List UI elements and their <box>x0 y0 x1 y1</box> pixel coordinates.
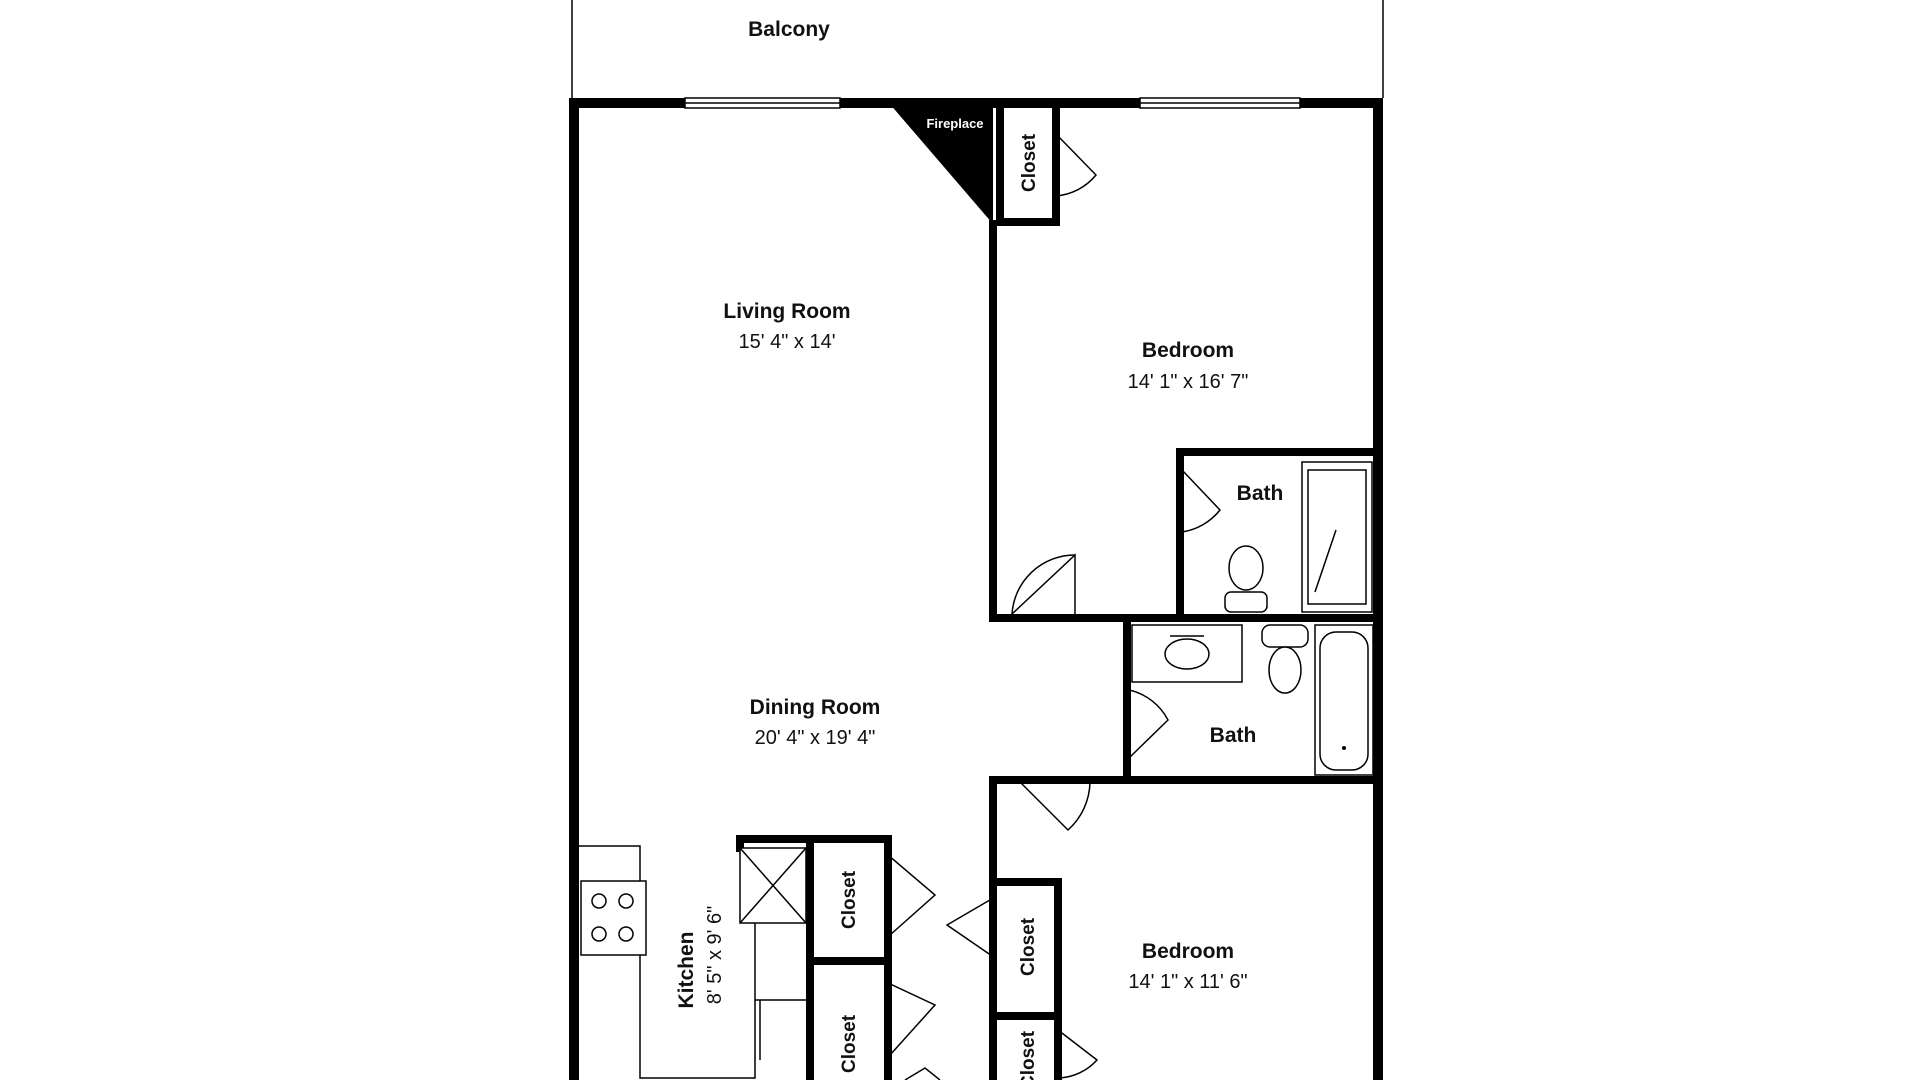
kitchen-dims: 8' 5" x 9' 6" <box>704 906 726 1005</box>
windows <box>684 97 1301 109</box>
balcony <box>571 0 1384 98</box>
fireplace <box>889 103 993 224</box>
closet-label-kitchen-2: Closet <box>839 1014 860 1073</box>
closet-label-bedroom-2: Closet <box>1018 1030 1039 1080</box>
closet-label-bedroom-1: Closet <box>1018 917 1039 976</box>
dining-room-dims: 20' 4" x 19' 4" <box>755 727 876 749</box>
bath-2-fixtures <box>1131 624 1374 776</box>
interior-walls <box>736 104 1382 1080</box>
bedroom-1-dims: 14' 1" x 16' 7" <box>1128 371 1249 393</box>
closet-label-kitchen-1: Closet <box>839 870 860 929</box>
kitchen-name: Kitchen <box>675 931 698 1008</box>
bath-1-fixtures <box>1224 461 1373 613</box>
bedroom-2-dims: 14' 1" x 11' 6" <box>1128 971 1247 993</box>
closet-label-top: Closet <box>1019 133 1040 192</box>
bedroom-2-name: Bedroom <box>1142 940 1234 963</box>
living-room-name: Living Room <box>723 300 850 323</box>
bedroom-1-name: Bedroom <box>1142 339 1234 362</box>
doors <box>887 133 1221 1080</box>
kitchen-counters <box>579 845 807 1079</box>
bath-2-label: Bath <box>1210 724 1257 747</box>
dining-room-name: Dining Room <box>750 696 881 719</box>
living-room-dims: 15' 4" x 14' <box>738 331 835 353</box>
fireplace-label: Fireplace <box>926 116 983 131</box>
bath-1-label: Bath <box>1237 482 1284 505</box>
balcony-label: Balcony <box>748 18 830 41</box>
